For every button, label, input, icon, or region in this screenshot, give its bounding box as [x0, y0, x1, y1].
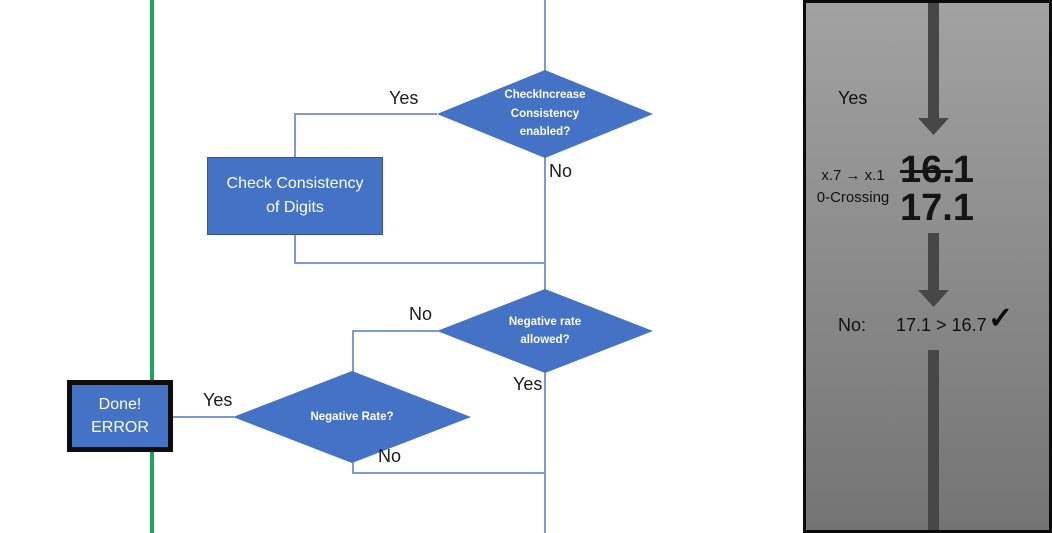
comparison-text: 17.1 > 16.7: [896, 315, 987, 335]
down-arrow-2-icon: [918, 290, 949, 307]
connector-no-mid-vertical: [352, 330, 354, 372]
connector-no-bottom-horizontal: [352, 472, 545, 474]
result-label: No:: [838, 315, 867, 335]
connector-main-vertical: [544, 0, 546, 533]
old-value-struck: 16.: [900, 149, 953, 191]
rule-line-2: 0-Crossing: [816, 189, 890, 206]
process-check-consistency-label: Check Consistency of Digits: [226, 175, 364, 216]
decision-negative-rate-label: Negative Rate?: [310, 410, 394, 423]
decision-check-increase-consistency: CheckIncrease Consistency enabled?: [437, 70, 653, 158]
connector-no-mid-horizontal: [353, 330, 438, 332]
down-arrow-2-shaft: [928, 233, 939, 291]
decision-check-increase-label: CheckIncrease Consistency enabled?: [504, 89, 586, 139]
branch-label-yes-done: Yes: [203, 390, 233, 410]
branch-label-yes-mid: Yes: [513, 374, 543, 394]
decision-negative-rate-allowed: Negative rate allowed?: [437, 289, 653, 373]
branch-label-no-bottom: No: [378, 446, 402, 466]
down-arrow-3-shaft: [928, 350, 939, 530]
rule-line-1: x.7 → x.1: [821, 167, 885, 184]
terminator-done-line2: ERROR: [91, 419, 149, 436]
old-value: 16.1: [900, 151, 974, 189]
green-guide-line: [150, 0, 154, 533]
old-value-rest: 1: [952, 149, 974, 191]
connector-yes-top-horizontal: [295, 113, 437, 115]
connector-yes-done-horizontal: [173, 416, 234, 418]
down-arrow-1-icon: [918, 118, 949, 135]
branch-label-no-top: No: [549, 161, 573, 181]
branch-label-yes-top: Yes: [389, 88, 419, 108]
rule-text: x.7 → x.1 0-Crossing: [806, 165, 900, 209]
value-comparison-numbers: 16.1 17.1: [900, 151, 974, 227]
connector-box-out-vertical: [294, 235, 296, 263]
new-value: 17.1: [900, 187, 974, 229]
terminator-done-line1: Done!: [98, 395, 142, 413]
explanation-panel: Yes x.7 → x.1 0-Crossing 16.1 17.1 No: 1…: [803, 0, 1052, 533]
terminator-done-error: Done! ERROR: [67, 380, 173, 452]
checkmark-icon: ✓: [988, 302, 1014, 335]
connector-no-bottom-vertical: [352, 462, 354, 473]
connector-box-out-horizontal: [294, 262, 545, 264]
decision-negative-rate-allowed-label: Negative rate allowed?: [508, 315, 582, 346]
process-check-consistency: Check Consistency of Digits: [207, 157, 383, 235]
panel-yes-label: Yes: [838, 88, 868, 108]
branch-label-no-mid: No: [409, 304, 433, 324]
connector-yes-top-vertical: [294, 113, 296, 158]
decision-negative-rate: Negative Rate?: [233, 371, 471, 463]
down-arrow-1-shaft: [928, 3, 939, 119]
